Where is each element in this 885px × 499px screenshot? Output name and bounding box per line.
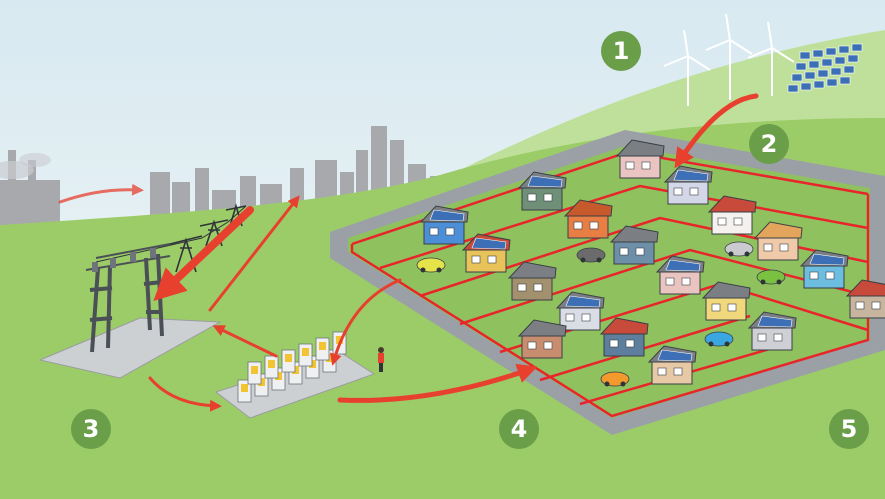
solar-panel-icon <box>429 209 465 222</box>
house-icon <box>599 317 649 357</box>
house-icon <box>563 199 613 239</box>
house-icon <box>799 249 849 289</box>
house-icon <box>707 195 757 235</box>
car-icon <box>704 331 734 347</box>
battery-unit-icon <box>264 355 279 379</box>
house-icon <box>419 205 469 245</box>
substation-icon <box>38 243 222 379</box>
solar-farm-icon <box>787 43 863 93</box>
solar-panel-icon <box>471 237 507 250</box>
house-icon <box>461 233 511 273</box>
solar-panel-icon <box>657 349 693 362</box>
house-icon <box>655 255 705 295</box>
battery-unit-icon <box>247 361 262 385</box>
house-icon <box>609 225 659 265</box>
solar-panel-icon <box>665 259 701 272</box>
solar-panel-icon <box>757 315 793 328</box>
step-badge-3: 3 <box>71 409 111 449</box>
factory-icon <box>0 150 60 225</box>
house-icon <box>517 319 567 359</box>
house-icon <box>647 345 697 385</box>
solar-panel-icon <box>809 253 845 266</box>
step-badge-2: 2 <box>749 124 789 164</box>
solar-panel-icon <box>565 295 601 308</box>
battery-unit-icon <box>237 379 252 403</box>
solar-panel-icon <box>673 169 709 182</box>
solar-panel-icon <box>527 175 563 188</box>
house-icon <box>517 171 567 211</box>
house-icon <box>507 261 557 301</box>
car-icon <box>724 241 754 257</box>
car-icon <box>416 257 446 273</box>
step-badge-5: 5 <box>829 409 869 449</box>
battery-storage-icon <box>214 331 376 419</box>
house-icon <box>845 279 885 319</box>
battery-unit-icon <box>315 337 330 361</box>
house-icon <box>747 311 797 351</box>
house-icon <box>753 221 803 261</box>
car-icon <box>756 269 786 285</box>
cars <box>416 241 786 387</box>
house-icon <box>615 139 665 179</box>
step-badge-1: 1 <box>601 31 641 71</box>
house-icon <box>555 291 605 331</box>
battery-unit-icon <box>281 349 296 373</box>
car-icon <box>576 247 606 263</box>
person-icon <box>378 347 384 372</box>
energy-flow-arrows <box>58 93 759 412</box>
house-icon <box>701 281 751 321</box>
house-icon <box>663 165 713 205</box>
battery-unit-icon <box>298 343 313 367</box>
step-badge-4: 4 <box>499 409 539 449</box>
wind-turbine-icon <box>663 13 795 106</box>
transmission-tower-icon <box>95 203 247 273</box>
car-icon <box>600 371 630 387</box>
houses <box>419 139 885 385</box>
